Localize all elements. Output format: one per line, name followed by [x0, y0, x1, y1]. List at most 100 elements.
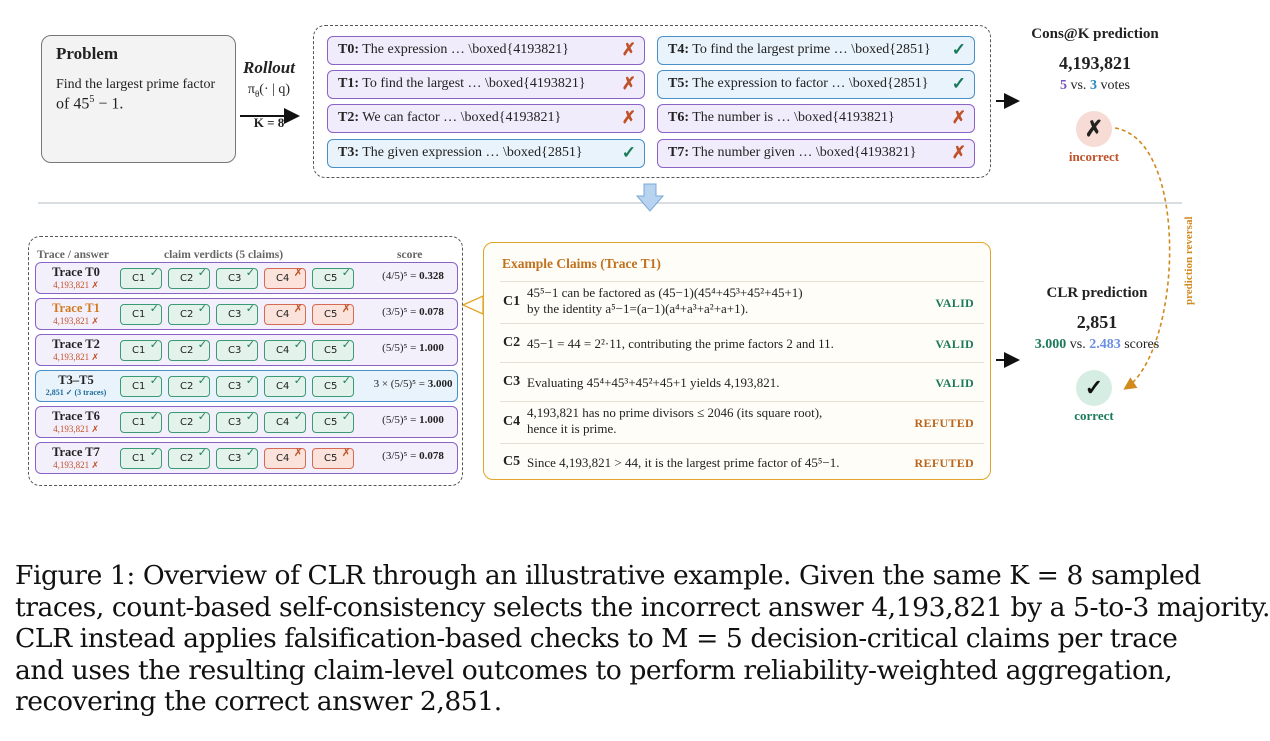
check-icon: ✓: [197, 410, 207, 423]
claim-label: C5: [324, 273, 338, 284]
trace-id: T2:: [338, 110, 359, 125]
check-icon: ✓: [197, 338, 207, 351]
trace-text: The number given … \boxed{4193821}: [689, 145, 917, 160]
claim-verdict-chip: C3✓: [216, 266, 258, 289]
claim-verdict-badge: REFUTED: [914, 456, 974, 470]
trace-text: To find the largest … \boxed{4193821}: [359, 76, 586, 91]
claim-verdict-chip: C5✓: [312, 266, 354, 289]
check-icon: ✓: [149, 338, 159, 351]
cross-icon: ✗: [951, 143, 966, 162]
trace-score: 3 × (5/5)⁵ = 3.000: [371, 378, 455, 390]
trace-answer: 4,193,821 ✗: [53, 316, 99, 326]
check-icon: ✓: [245, 374, 255, 387]
claim-label: C3: [228, 417, 242, 428]
claim-verdicts-panel: Trace / answer claim verdicts (5 claims)…: [28, 236, 463, 486]
clr-title: CLR prediction: [1046, 285, 1148, 301]
check-icon: ✓: [149, 302, 159, 315]
trace-score: (5/5)⁵ = 1.000: [371, 342, 455, 354]
claim-verdict-chip: C4✓: [264, 374, 306, 397]
score-expression: (5/5)⁵ =: [382, 414, 420, 426]
check-icon: ✓: [293, 338, 303, 351]
claim-label: C1: [132, 453, 146, 464]
check-icon: ✓: [149, 410, 159, 423]
trace-id: T5:: [668, 76, 689, 91]
claim-label: C5: [324, 381, 338, 392]
caption-line-5: recovering the correct answer 2,851.: [15, 686, 502, 717]
trace-name: Trace T6: [52, 409, 100, 423]
trace-score: (4/5)⁵ = 0.328: [371, 270, 455, 282]
claim-id: C4: [503, 414, 521, 429]
trace-chip: T5: The expression to factor … \boxed{28…: [657, 70, 975, 99]
trace-text: The number is … \boxed{4193821}: [689, 110, 895, 125]
correct-label: correct: [1074, 408, 1114, 423]
claim-text: 4,193,821 has no prime divisors ≤ 2046 (…: [527, 405, 912, 437]
trace-name: Trace T1: [52, 301, 100, 315]
claim-verdict-chip: C3✓: [216, 410, 258, 433]
trace-text: The expression … \boxed{4193821}: [359, 42, 569, 57]
claim-verdict-chip: C2✓: [168, 266, 210, 289]
claim-text-line: by the identity a⁵−1=(a−1)(a⁴+a³+a²+a+1)…: [527, 301, 749, 316]
claim-id: C3: [503, 373, 521, 389]
check-icon: ✓: [341, 266, 351, 279]
claim-label: C2: [180, 345, 194, 356]
reversal-arrow: [1114, 127, 1171, 390]
claim-verdict-chip: C3✓: [216, 446, 258, 469]
claim-label: C5: [324, 453, 338, 464]
problem-text: Find the largest prime factor: [56, 77, 216, 92]
claim-text: 45−1 = 44 = 2²·11, contributing the prim…: [527, 336, 912, 352]
claim-verdict-badge: VALID: [935, 336, 974, 351]
problem-box: Problem Find the largest prime factor of…: [41, 35, 236, 163]
claim-label: C4: [276, 381, 290, 392]
trace-id: T1:: [338, 76, 359, 91]
example-claim-row: C1 45⁵−1 can be factored as (45−1)(45⁴+45…: [500, 281, 984, 324]
check-icon: ✓: [197, 446, 207, 459]
claim-verdict-chip: C3✓: [216, 338, 258, 361]
cross-icon: ✗: [951, 108, 966, 127]
claim-label: C4: [276, 345, 290, 356]
claim-id: C1: [503, 294, 521, 309]
trace-score: (5/5)⁵ = 1.000: [371, 414, 455, 426]
claim-verdict-chip: C5✓: [312, 410, 354, 433]
example-claim-row: C4 4,193,821 has no prime divisors ≤ 2046…: [500, 401, 984, 444]
claim-label: C5: [324, 417, 338, 428]
claim-verdict-chip: C3✓: [216, 374, 258, 397]
claim-verdict-chip: C5✗: [312, 446, 354, 469]
prediction-reversal-label: prediction reversal: [1183, 216, 1195, 306]
trace-name: Trace T2: [52, 337, 100, 351]
check-icon: ✓: [293, 374, 303, 387]
claim-text-line: 4,193,821 has no prime divisors ≤ 2046 (…: [527, 405, 823, 420]
check-icon: ✓: [621, 143, 636, 162]
check-icon: ✓: [951, 40, 966, 59]
correct-icon: ✓: [1076, 370, 1112, 406]
check-icon: ✓: [197, 302, 207, 315]
check-icon: ✓: [245, 266, 255, 279]
claim-id: C2: [503, 334, 521, 350]
check-icon: ✓: [149, 374, 159, 387]
claim-text: Since 4,193,821 > 44, it is the largest …: [527, 455, 912, 471]
trace-id: T3:: [338, 145, 359, 160]
claim-label: C3: [228, 309, 242, 320]
score-expression: (3/5)⁵ =: [382, 306, 420, 318]
claim-label: C2: [180, 381, 194, 392]
check-icon: ✓: [341, 410, 351, 423]
check-icon: ✓: [149, 266, 159, 279]
cross-icon: ✗: [293, 266, 303, 279]
claim-text: 45⁵−1 can be factored as (45−1)(45⁴+45³+…: [527, 285, 912, 317]
score-expression: (5/5)⁵ =: [382, 342, 420, 354]
check-icon: ✓: [245, 446, 255, 459]
rollout-policy: πθ(· | q): [247, 82, 291, 99]
trace-chip: T6: The number is … \boxed{4193821}✗: [657, 104, 975, 133]
claim-verdict-chip: C3✓: [216, 302, 258, 325]
score-expression: (4/5)⁵ =: [382, 270, 420, 282]
check-icon: ✓: [245, 410, 255, 423]
clr-scores: 3.000 vs. 2.483 scores: [1034, 337, 1160, 352]
claim-text-line: 45−1 = 44 = 2²·11, contributing the prim…: [527, 335, 834, 351]
check-icon: ✓: [951, 74, 966, 93]
trace-answer: 2,851 ✓ (3 traces): [45, 388, 107, 397]
trace-name: Trace T7: [52, 445, 100, 459]
claim-verdict-chip: C5✗: [312, 302, 354, 325]
